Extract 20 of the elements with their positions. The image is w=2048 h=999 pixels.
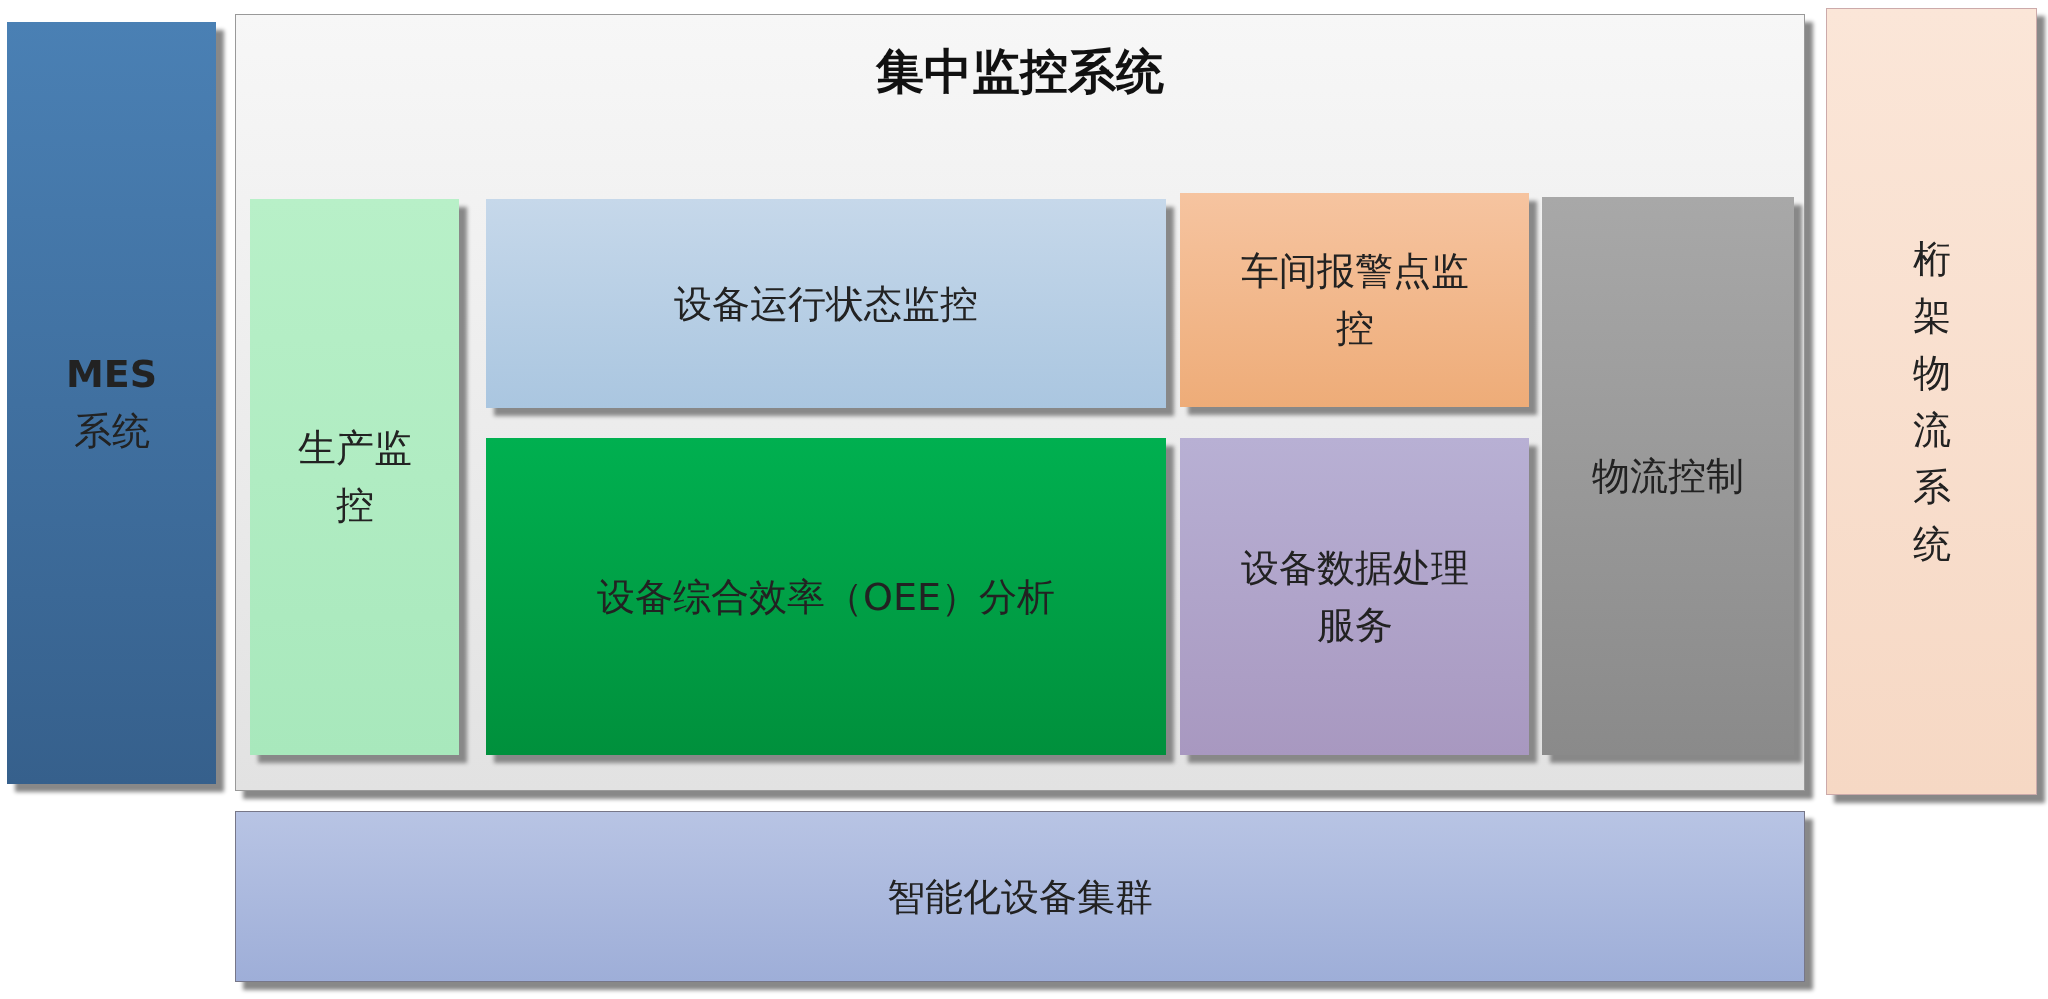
module-box [250,199,459,755]
module-label: 设备数据处理服务 [1239,544,1470,649]
module-box [486,438,1166,755]
module-box [486,199,1166,408]
module-box [1542,197,1794,755]
system-container [235,14,1805,791]
module-label: 生产监控 [296,425,413,529]
module-label: 车间报警点监控 [1239,248,1470,352]
container-title: 集中监控系统 [874,42,1165,101]
system-panel [7,22,216,784]
module-label: 桁架物流系统 [1911,235,1952,568]
module-box [1180,438,1529,755]
system-panel [1826,8,2037,795]
module-label: 设备运行状态监控 [673,280,979,327]
module-label: 设备综合效率（OEE）分析 [596,573,1056,620]
device-cluster-bar [235,811,1805,982]
module-box [1180,193,1529,407]
module-label: 物流控制 [1591,452,1745,500]
module-label: 智能化设备集群 [886,873,1154,920]
module-label: MES系统 [64,351,159,455]
